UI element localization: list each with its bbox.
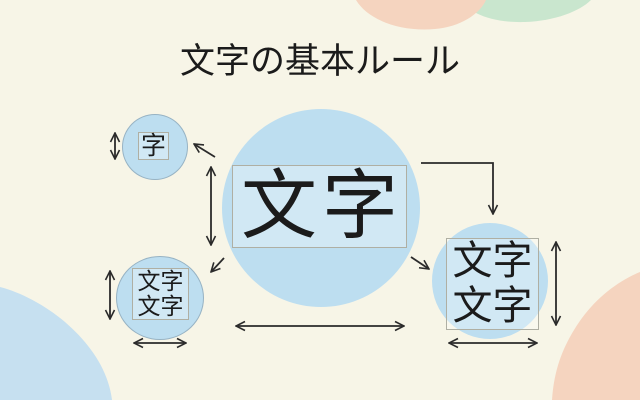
two-line-left-box: 文字 文字 [132,268,189,320]
top-peach-blob [356,0,486,30]
top-green-blob [461,0,591,23]
arrow-center-to-single-char [194,144,216,158]
center-circle [222,109,420,307]
two-line-right-box: 文字 文字 [446,238,539,330]
two-line-left-circle [116,256,204,340]
center-char-box: 文字 [232,165,407,248]
page-title: 文字の基本ルール [179,42,460,81]
arrow-center-to-right-circle [410,256,429,269]
single-char-label: 字 [140,131,166,160]
single-char-circle [122,114,188,180]
two-line-left-label-1: 文字 [137,268,184,294]
two-line-right-label-2: 文字 [452,284,533,328]
bottom-left-blue-blob [0,287,112,400]
single-char-box: 字 [138,132,169,160]
two-line-right-circle [432,223,548,339]
elbow-connector-center-to-right [421,162,493,214]
two-line-right-label-1: 文字 [452,239,533,283]
center-char-label: 文字 [241,164,403,249]
bottom-right-peach-blob [552,272,640,400]
two-line-left-label-2: 文字 [137,293,184,319]
arrow-center-to-left-circle [211,257,225,272]
